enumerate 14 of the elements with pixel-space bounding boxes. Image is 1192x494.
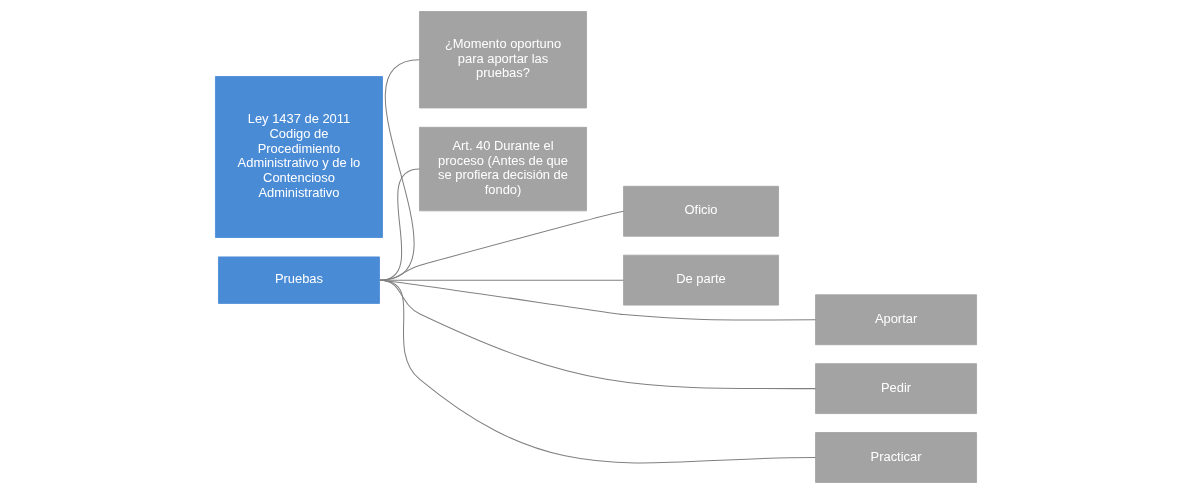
node-box: Practicar — [815, 432, 977, 483]
connector — [379, 279, 625, 281]
connector — [379, 279, 817, 321]
node-box: Pedir — [815, 363, 977, 415]
node-box: De parte — [623, 254, 779, 306]
connector — [379, 279, 817, 390]
connector — [379, 279, 817, 464]
node-box: Oficio — [623, 185, 779, 237]
node-box: Aportar — [815, 294, 977, 346]
node-box: ¿Momento oportuno para aportar las pruebas? — [419, 11, 587, 109]
node-box: Ley 1437 de 2011 Codigo de Procedimiento Administrativo y de lo Contencioso Administrativo — [215, 76, 383, 238]
node-box: Art. 40 Durante el proceso (Antes de que se profiera decisión de fondo) — [419, 126, 587, 212]
connector — [379, 210, 625, 281]
node-box: Pruebas — [218, 256, 380, 304]
